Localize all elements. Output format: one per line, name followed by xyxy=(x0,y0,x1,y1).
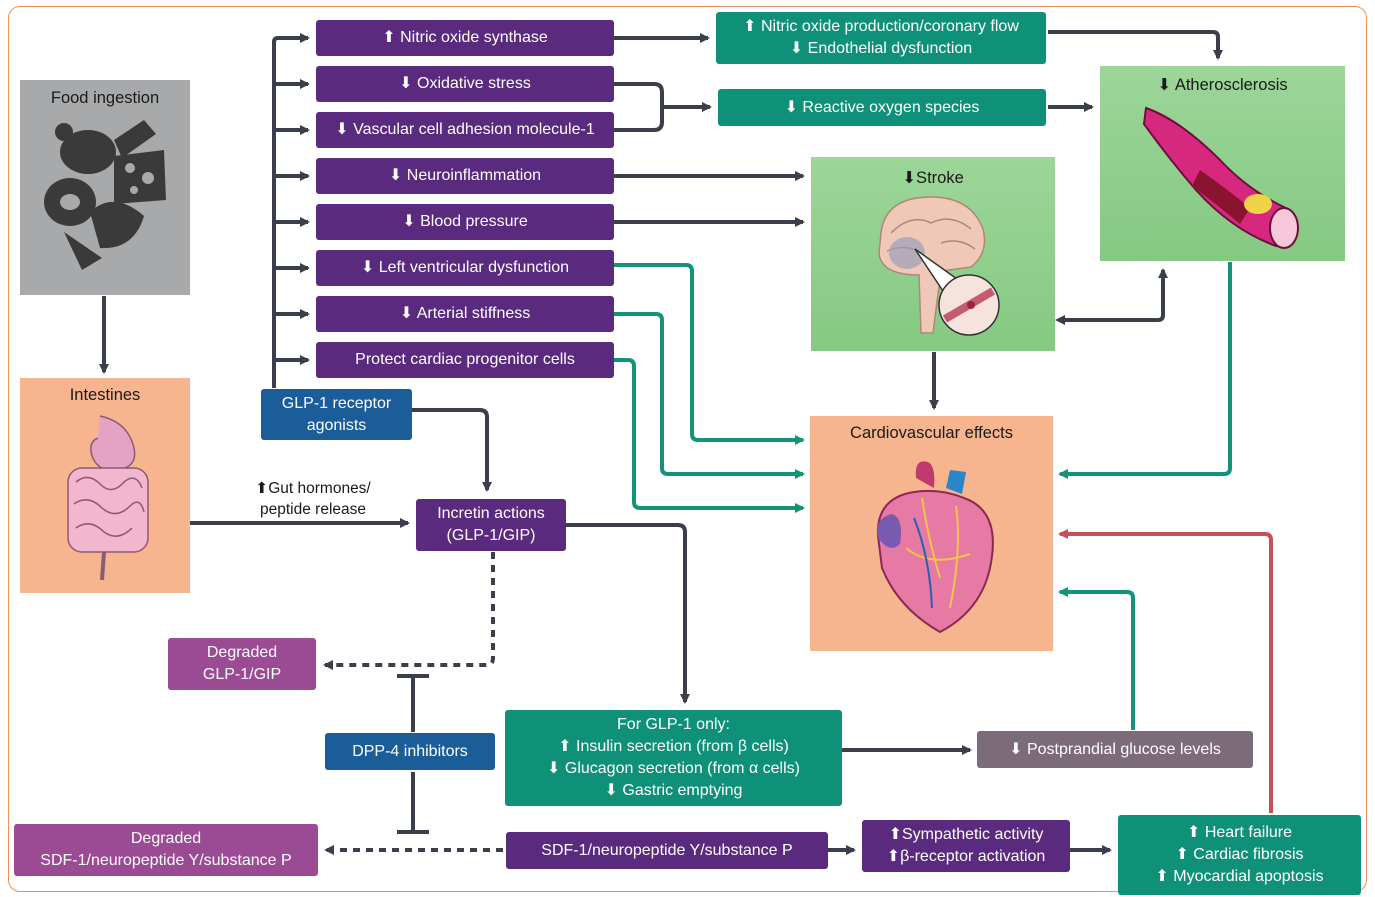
sdf1-neuropeptide-box: SDF-1/neuropeptide Y/substance P xyxy=(506,832,828,869)
effect-blood-pressure: ⬇ Blood pressure xyxy=(316,204,614,240)
reactive-oxygen-species-box: ⬇ Reactive oxygen species xyxy=(718,89,1046,126)
glp1-only-effects-box: For GLP-1 only:⬆ Insulin secretion (from… xyxy=(505,710,842,806)
artery-icon xyxy=(1142,106,1299,249)
postprandial-glucose-box: ⬇ Postprandial glucose levels xyxy=(977,731,1253,768)
atherosclerosis-title: ⬇ Atherosclerosis xyxy=(1157,76,1288,94)
dpp4-inhibitors-box: DPP-4 inhibitors xyxy=(325,733,495,770)
stroke-title: ⬇Stroke xyxy=(902,169,964,187)
gut-hormone-release-label: ⬆Gut hormones/peptide release xyxy=(255,480,371,518)
food-ingestion-title: Food ingestion xyxy=(50,89,160,107)
stroke-panel: ⬇Stroke xyxy=(811,157,1055,351)
effect-arterial-stiffness: ⬇ Arterial stiffness xyxy=(316,296,614,332)
cardiovascular-effects-title: Cardiovascular effects xyxy=(850,424,1013,442)
food-icon xyxy=(44,120,166,270)
effect-nitric-oxide-synthase: ⬆ Nitric oxide synthase xyxy=(316,20,614,56)
brain-icon xyxy=(878,196,1000,336)
effect-neuroinflammation: ⬇ Neuroinflammation xyxy=(316,158,614,194)
heart-failure-box: ⬆ Heart failure⬆ Cardiac fibrosis⬆ Myoca… xyxy=(1118,815,1361,895)
food-ingestion-panel: Food ingestion xyxy=(20,80,190,295)
effect-vcam1: ⬇ Vascular cell adhesion molecule-1 xyxy=(316,112,614,148)
atherosclerosis-panel: ⬇ Atherosclerosis xyxy=(1100,66,1345,261)
figure-frame xyxy=(8,6,1367,892)
intestines-title: Intestines xyxy=(69,386,141,404)
effect-oxidative-stress: ⬇ Oxidative stress xyxy=(316,66,614,102)
arrow-trunk xyxy=(272,33,310,388)
incretin-actions-box: Incretin actions(GLP-1/GIP) xyxy=(416,499,566,551)
intestines-icon xyxy=(67,415,149,581)
effect-lv-dysfunction: ⬇ Left ventricular dysfunction xyxy=(316,250,614,286)
sympathetic-activity-box: ⬆Sympathetic activity⬆β-receptor activat… xyxy=(862,820,1070,872)
cardiovascular-effects-panel: Cardiovascular effects xyxy=(810,416,1053,651)
heart-icon xyxy=(876,461,994,634)
nitric-oxide-production-box: ⬆ Nitric oxide production/coronary flow⬇… xyxy=(716,12,1046,64)
effect-cardiac-progenitor: Protect cardiac progenitor cells xyxy=(316,342,614,378)
intestines-panel: Intestines xyxy=(20,378,190,593)
